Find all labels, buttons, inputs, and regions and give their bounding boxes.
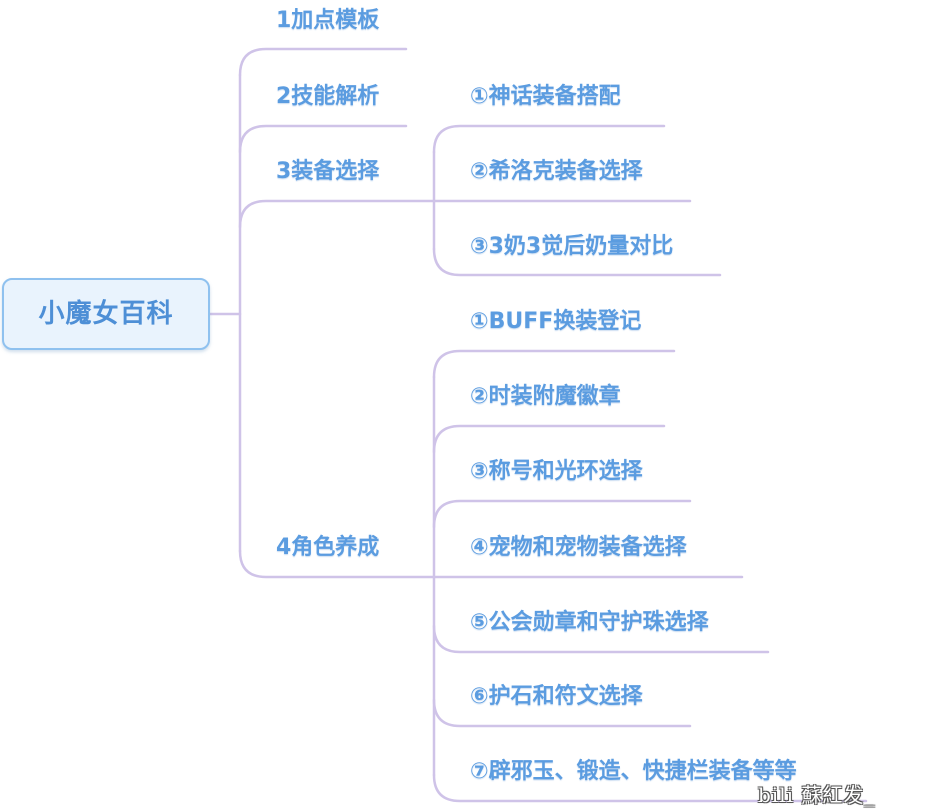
connector-branch-4: [238, 549, 436, 579]
leaf-node-3-1[interactable]: ①神话装备搭配: [470, 84, 621, 109]
connector-leaf-3-3: [432, 247, 722, 277]
connector-leaf-4-6: [432, 698, 692, 728]
leaf-node-4-4[interactable]: ④宠物和宠物装备选择: [470, 535, 687, 560]
leaf-node-4-6[interactable]: ⑥护石和符文选择: [470, 684, 643, 709]
connector-leaf-3-1: [432, 124, 666, 154]
connector-branch-3: [238, 199, 436, 229]
connector-branch-2: [238, 124, 408, 154]
leaf-node-3-3[interactable]: ③3奶3觉后奶量对比: [470, 234, 674, 259]
leaf-node-4-7[interactable]: ⑦辟邪玉、锻造、快捷栏装备等等: [470, 759, 797, 784]
connector-leaf-4-1: [432, 349, 676, 379]
leaf-node-4-2[interactable]: ②时装附魔徽章: [470, 384, 621, 409]
root-node[interactable]: 小魔女百科: [2, 278, 210, 350]
watermark: bili 蘇紅发_: [758, 783, 876, 807]
leaf-node-4-3[interactable]: ③称号和光环选择: [470, 459, 643, 484]
leaf-node-4-5[interactable]: ⑤公会勋章和守护珠选择: [470, 610, 709, 635]
leaf-node-4-1[interactable]: ①BUFF换装登记: [470, 309, 642, 334]
branch-node-1[interactable]: 1加点模板: [276, 8, 380, 33]
branch-node-4[interactable]: 4角色养成: [276, 535, 380, 560]
branch-node-3[interactable]: 3装备选择: [276, 159, 380, 184]
connector-branch-1: [238, 47, 408, 77]
leaf-node-3-2[interactable]: ②希洛克装备选择: [470, 159, 643, 184]
connector-leaf-4-5: [432, 624, 770, 654]
branch-node-2[interactable]: 2技能解析: [276, 84, 380, 109]
connector-leaf-4-2: [432, 424, 666, 454]
connector-leaf-4-7: [432, 773, 868, 803]
connector-leaf-4-3: [432, 499, 692, 529]
